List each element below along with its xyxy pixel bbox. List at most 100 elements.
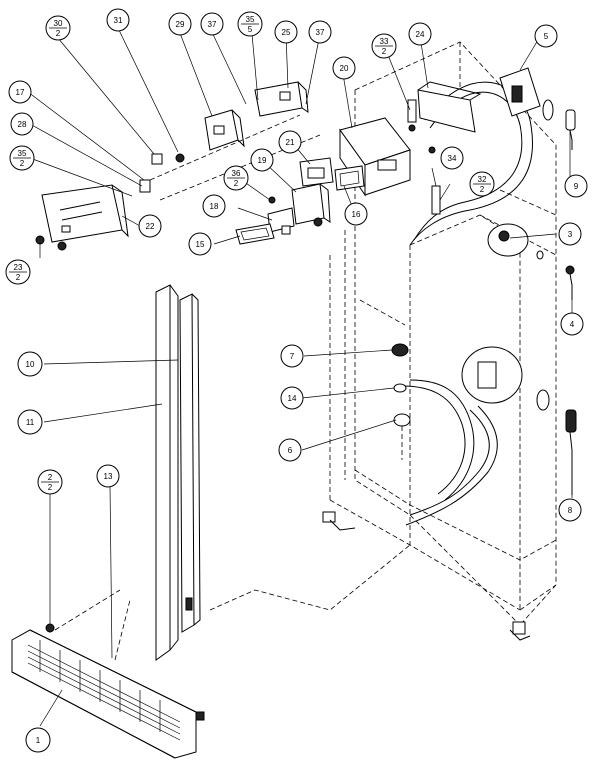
svg-text:17: 17 [16, 88, 25, 97]
callout-14: 14 [280, 386, 304, 410]
svg-text:34: 34 [448, 154, 457, 163]
callout-18: 18 [202, 194, 226, 218]
callout-2: 2 2 [37, 469, 63, 495]
svg-text:2: 2 [56, 29, 61, 38]
callout-37-right: 37 [308, 20, 332, 44]
callout-32: 32 2 [469, 171, 495, 197]
callout-13: 13 [96, 464, 120, 488]
svg-text:35: 35 [18, 149, 27, 158]
part-22-control-housing [41, 184, 129, 243]
callout-29: 29 [168, 12, 192, 36]
svg-text:11: 11 [26, 418, 35, 427]
part-34-strip [431, 185, 441, 215]
callout-8: 8 [558, 498, 582, 522]
part-25-bracket [254, 81, 309, 117]
callout-35-top: 35 5 [237, 11, 263, 37]
part-30-clip [151, 153, 163, 165]
svg-text:2: 2 [48, 483, 53, 492]
callout-1: 1 [25, 727, 51, 753]
svg-text:5: 5 [544, 32, 549, 41]
callout-15: 15 [188, 232, 212, 256]
callout-6: 6 [278, 438, 302, 462]
svg-text:10: 10 [26, 360, 35, 369]
callout-30: 30 2 [45, 15, 71, 41]
callout-25: 25 [274, 20, 298, 44]
svg-text:23: 23 [14, 263, 23, 272]
callout-28: 28 [10, 112, 34, 136]
callout-21: 21 [278, 130, 302, 154]
svg-text:3: 3 [568, 230, 573, 239]
svg-text:4: 4 [570, 320, 575, 329]
callout-22: 22 [138, 214, 162, 238]
callout-23: 23 2 [5, 259, 31, 285]
part-4-screw [565, 265, 575, 300]
part-3-knob [487, 223, 544, 260]
svg-text:5: 5 [248, 25, 253, 34]
callout-16: 16 [344, 202, 368, 226]
svg-text:20: 20 [340, 64, 349, 73]
svg-text:19: 19 [258, 156, 267, 165]
part-33-screws [408, 124, 436, 154]
part-8-light [461, 346, 577, 495]
part-29-bracket [204, 109, 245, 151]
svg-text:29: 29 [176, 20, 185, 29]
part-9-bulb [542, 99, 576, 150]
part-21-cover [299, 157, 334, 187]
part-5-socket [499, 67, 541, 117]
water-tube [401, 81, 533, 526]
svg-text:6: 6 [288, 446, 293, 455]
callout-35-left: 35 2 [9, 145, 35, 171]
svg-text:2: 2 [234, 179, 239, 188]
svg-text:7: 7 [290, 352, 295, 361]
svg-text:16: 16 [352, 210, 361, 219]
part-10-11-trim-strips [155, 284, 201, 661]
svg-text:2: 2 [382, 47, 387, 56]
svg-text:28: 28 [18, 120, 27, 129]
callout-31: 31 [106, 8, 130, 32]
callout-10: 10 [17, 351, 43, 377]
callout-7: 7 [280, 344, 304, 368]
callout-17: 17 [8, 80, 32, 104]
part-14-washer [393, 383, 407, 393]
part-20-duct [339, 117, 411, 197]
callout-19: 19 [250, 148, 274, 172]
svg-text:35: 35 [246, 15, 255, 24]
svg-text:31: 31 [114, 16, 123, 25]
svg-text:33: 33 [380, 37, 389, 46]
svg-text:36: 36 [232, 169, 241, 178]
part-24-bracket [407, 81, 482, 133]
svg-text:21: 21 [286, 138, 295, 147]
callout-37-left: 37 [200, 12, 224, 36]
callout-34: 34 [440, 146, 464, 170]
svg-text:18: 18 [210, 202, 219, 211]
svg-text:2: 2 [20, 159, 25, 168]
svg-text:37: 37 [316, 28, 325, 37]
part-7-cap [391, 343, 409, 357]
callout-9: 9 [564, 174, 588, 198]
callout-20: 20 [332, 56, 356, 80]
svg-text:15: 15 [196, 240, 205, 249]
callout-11: 11 [17, 409, 43, 435]
callout-24: 24 [408, 22, 432, 46]
part-15-pad [235, 223, 275, 245]
part-6-washer [393, 413, 411, 460]
callout-5: 5 [534, 24, 558, 48]
callout-36: 36 2 [223, 165, 249, 191]
part-23-screws [35, 235, 67, 251]
part-17-clip [139, 179, 151, 193]
svg-text:1: 1 [36, 736, 41, 745]
svg-text:2: 2 [48, 473, 53, 482]
part-1-grille [11, 623, 205, 759]
svg-text:13: 13 [104, 472, 113, 481]
callout-3: 3 [558, 222, 582, 246]
part-31-screw [175, 153, 185, 163]
svg-text:30: 30 [54, 19, 63, 28]
callout-33: 33 2 [371, 33, 397, 59]
svg-text:14: 14 [288, 394, 297, 403]
svg-text:37: 37 [208, 20, 217, 29]
svg-text:8: 8 [568, 506, 573, 515]
svg-text:32: 32 [478, 175, 487, 184]
svg-text:25: 25 [282, 28, 291, 37]
part-19-switch-housing [291, 183, 331, 227]
